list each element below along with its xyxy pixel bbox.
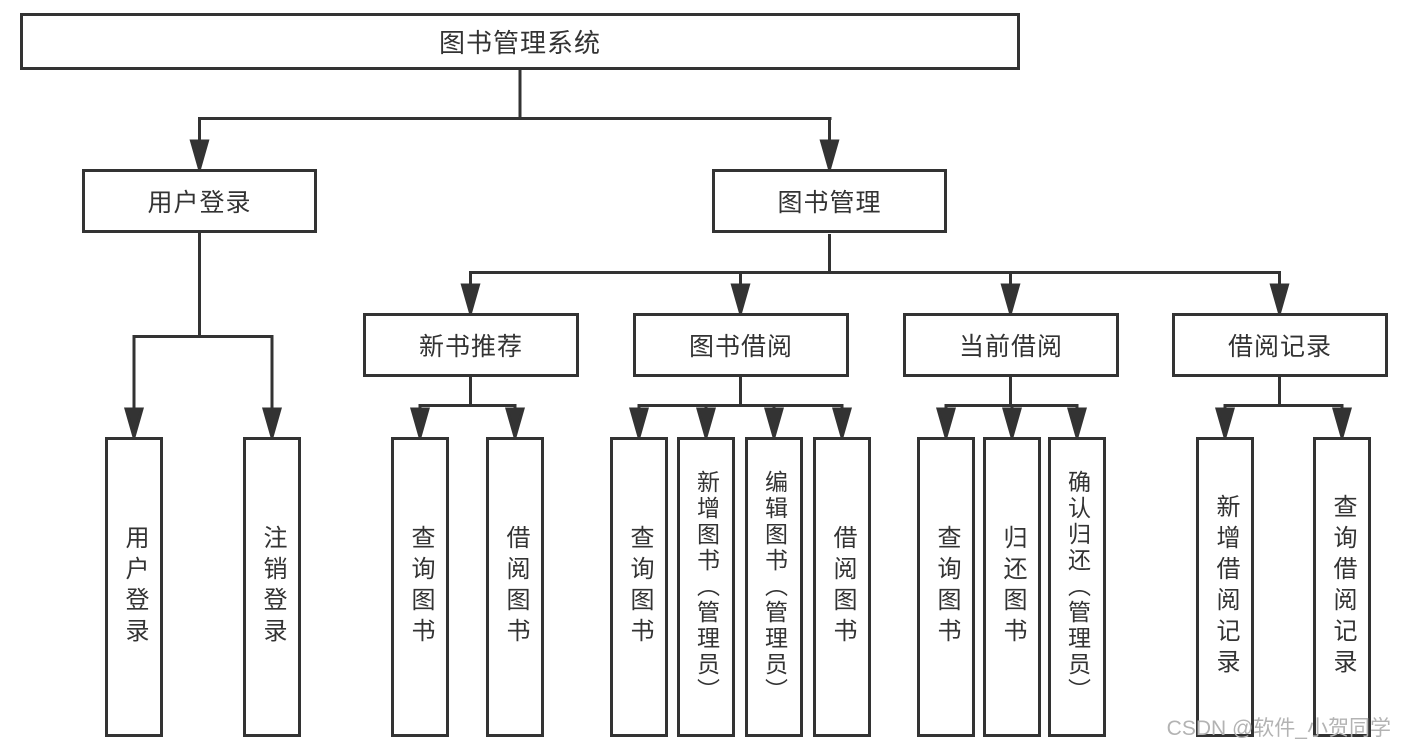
connector-book-borrow-to-leaves	[629, 377, 852, 443]
connector-root-to-level2	[189, 68, 840, 175]
node-root: 图书管理系统	[20, 13, 1020, 70]
node-current-borrow: 当前借阅	[903, 313, 1119, 377]
node-new-book-recommend: 新书推荐	[363, 313, 579, 377]
leaf-confirm-return-admin: 确认归还（管理员）	[1048, 437, 1106, 737]
leaf-borrow-book-2: 借阅图书	[813, 437, 871, 737]
node-borrow-record: 借阅记录	[1172, 313, 1388, 377]
leaf-query-book-2: 查询图书	[610, 437, 668, 737]
connector-user-login-to-leaves	[124, 233, 282, 443]
leaf-add-book-admin: 新增图书（管理员）	[677, 437, 735, 737]
leaf-add-borrow-record: 新增借阅记录	[1196, 437, 1254, 737]
leaf-query-borrow-record: 查询借阅记录	[1313, 437, 1371, 737]
connector-book-management-to-level3	[460, 234, 1290, 319]
connector-current-borrow-to-leaves	[936, 377, 1087, 443]
node-user-login: 用户登录	[82, 169, 317, 233]
leaf-query-book-1: 查询图书	[391, 437, 449, 737]
connector-borrow-record-to-leaves	[1215, 377, 1352, 443]
leaf-logout: 注销登录	[243, 437, 301, 737]
leaf-query-book-3: 查询图书	[917, 437, 975, 737]
node-book-management: 图书管理	[712, 169, 947, 233]
connector-new-book-to-leaves	[410, 377, 525, 443]
leaf-return-book: 归还图书	[983, 437, 1041, 737]
leaf-borrow-book-1: 借阅图书	[486, 437, 544, 737]
node-book-borrow: 图书借阅	[633, 313, 849, 377]
leaf-edit-book-admin: 编辑图书（管理员）	[745, 437, 803, 737]
leaf-user-login: 用户登录	[105, 437, 163, 737]
csdn-watermark: CSDN @软件_小贺同学	[1166, 717, 1391, 740]
